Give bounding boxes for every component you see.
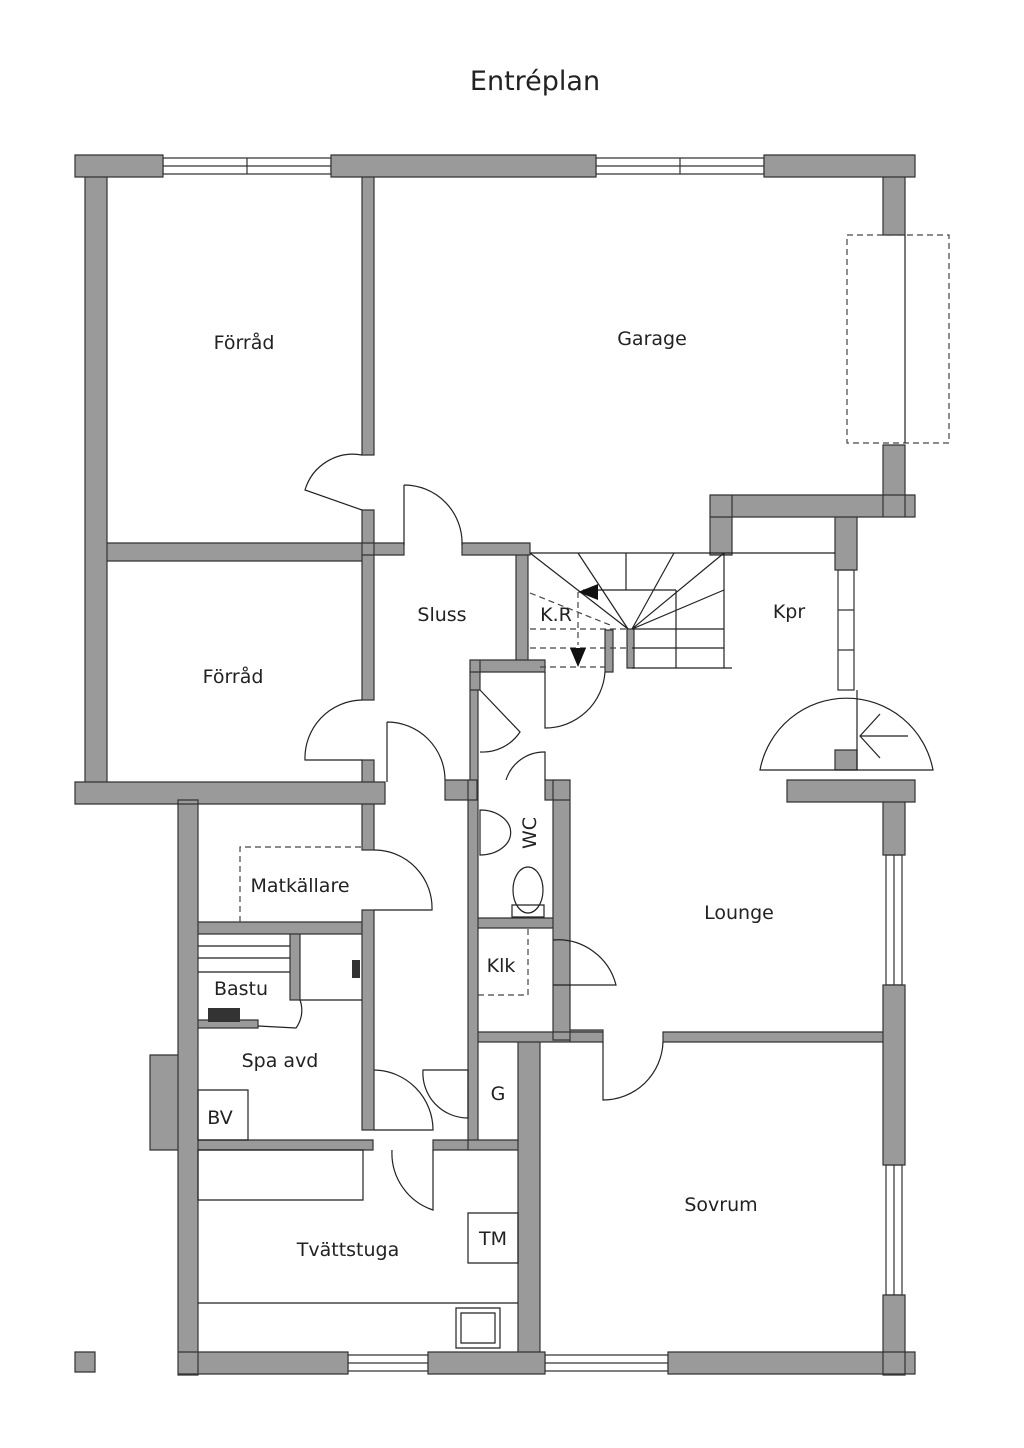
dashed-fixtures <box>239 234 950 996</box>
room-label-forrad-2: Förråd <box>202 666 264 688</box>
room-label-sluss: Sluss <box>417 604 467 626</box>
room-label-lounge: Lounge <box>704 902 774 924</box>
fixtures <box>197 235 906 1349</box>
doors <box>257 453 934 1211</box>
walls <box>74 154 916 1376</box>
staircase <box>529 552 835 669</box>
room-label-garage: Garage <box>617 328 687 350</box>
staircase-lower-flight <box>529 592 627 668</box>
stair-arrows-icon <box>570 584 598 667</box>
room-label-kpr: Kpr <box>772 601 806 623</box>
room-label-klk: Klk <box>486 955 516 977</box>
room-label-matkallare: Matkällare <box>250 875 350 897</box>
room-label-bastu: Bastu <box>213 978 269 1000</box>
room-label-g: G <box>490 1083 506 1105</box>
room-label-wc: WC <box>519 816 541 850</box>
room-label-forrad: Förråd <box>213 332 275 354</box>
room-label-tm: TM <box>479 1228 507 1250</box>
room-label-kr: K.R <box>540 604 572 626</box>
room-label-bv: BV <box>207 1107 233 1129</box>
room-label-tvattstuga: Tvättstuga <box>296 1239 400 1261</box>
entrance-arrow-icon <box>859 713 908 759</box>
sauna-heater-icon <box>208 960 360 1022</box>
room-label-spa-avd: Spa avd <box>241 1050 319 1072</box>
room-label-sovrum: Sovrum <box>684 1194 758 1216</box>
floor-plan-title: Entréplan <box>469 66 601 97</box>
